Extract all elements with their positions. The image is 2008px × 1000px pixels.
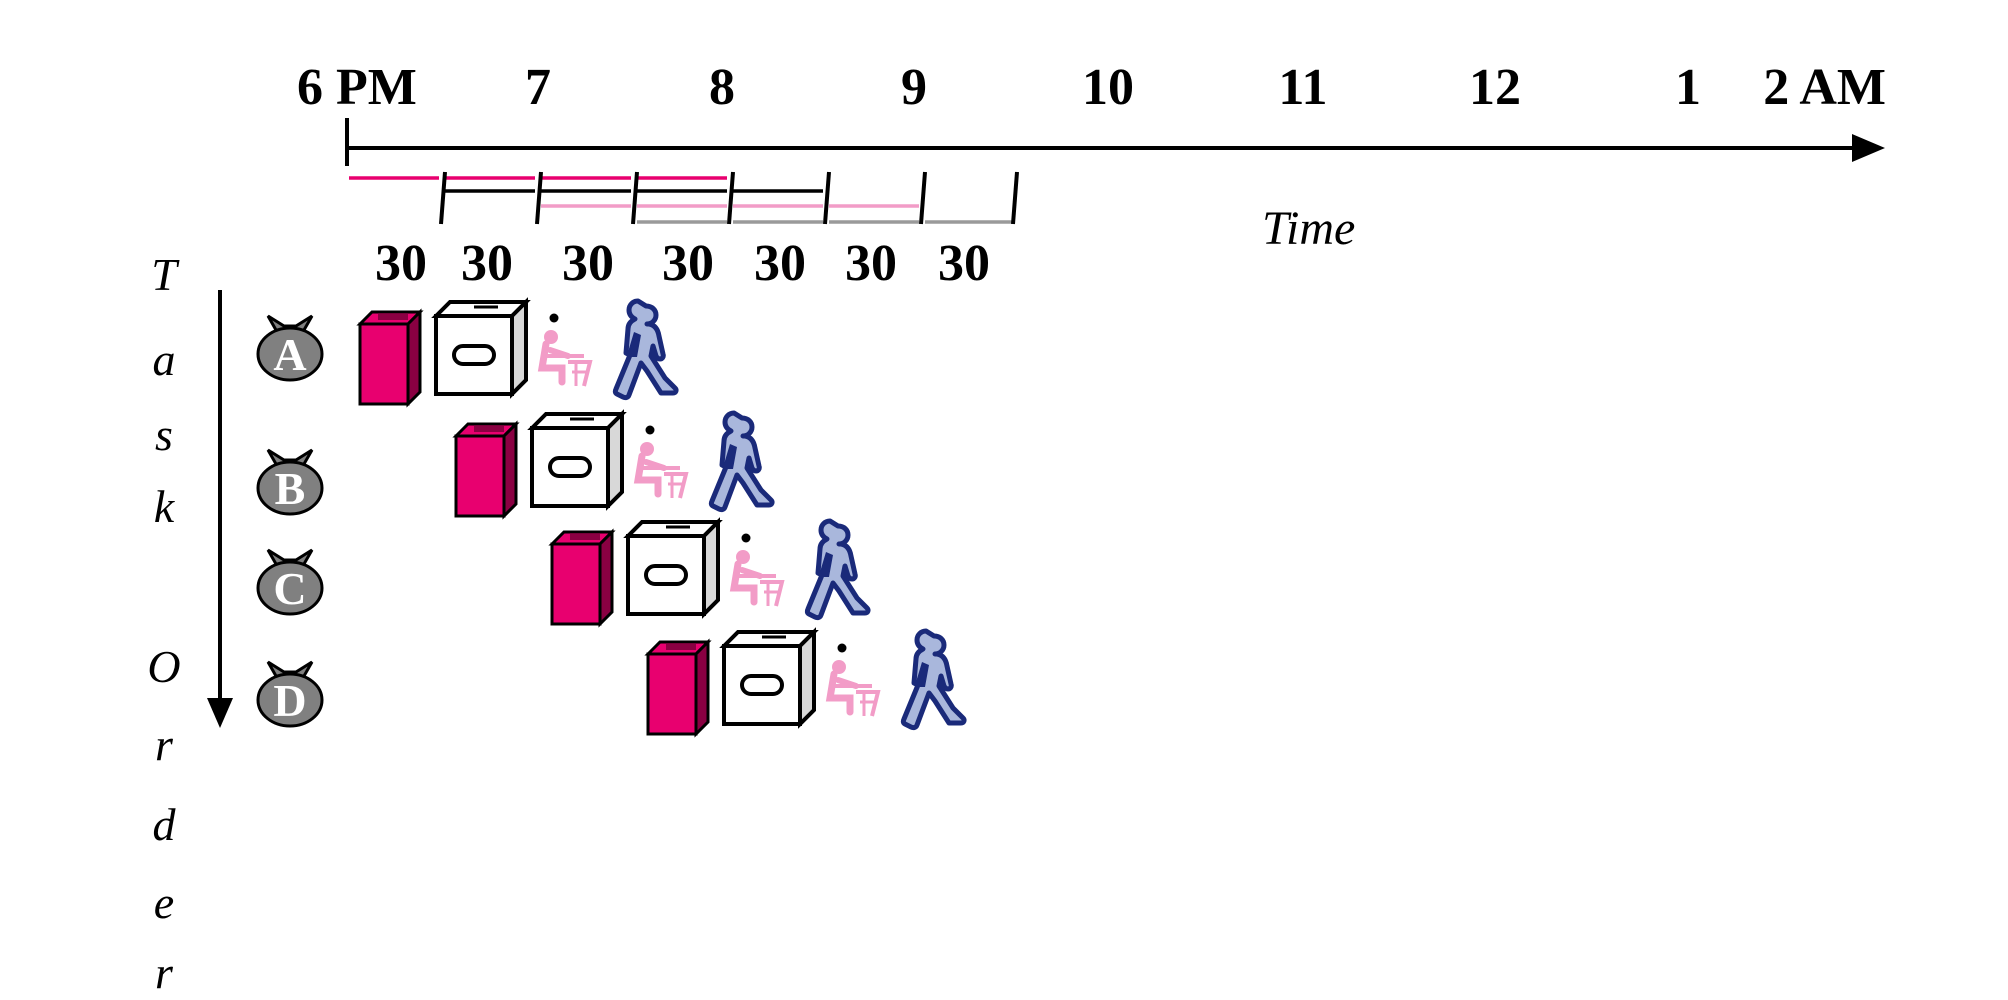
task-order-arrowhead [207, 698, 233, 728]
duration-label: 30 [662, 235, 714, 292]
duration-labels: 30 30 30 30 30 30 30 [375, 235, 990, 292]
time-tick-label: 10 [1082, 59, 1134, 116]
dryer-icon [623, 517, 723, 619]
time-tick-label: 9 [901, 59, 927, 116]
duration-divider [823, 171, 831, 225]
task-order-letter: O [147, 641, 180, 692]
task-label: C [273, 563, 306, 614]
task-order-letter: r [155, 947, 174, 998]
task-order-letter: e [154, 877, 174, 928]
walker-icon [708, 410, 775, 513]
laundry-bag-icon: A [256, 314, 324, 382]
duration-divider [727, 171, 735, 225]
time-axis-arrowhead [1852, 134, 1885, 162]
time-tick-label: 2 AM [1763, 59, 1886, 116]
duration-label: 30 [562, 235, 614, 292]
folder-icon [537, 313, 593, 387]
time-tick-label: 12 [1469, 59, 1521, 116]
time-tick-label: 11 [1278, 59, 1327, 116]
folder-icon [729, 533, 785, 607]
task-order-letter: d [153, 799, 177, 850]
duration-divider [1011, 171, 1019, 225]
laundry-bag-icon: C [256, 548, 324, 616]
folder-icon [633, 425, 689, 499]
dryer-icon [431, 297, 531, 399]
duration-segment [535, 171, 631, 225]
task-order-letter: r [155, 719, 174, 770]
washer-icon [356, 308, 424, 408]
duration-label: 30 [845, 235, 897, 292]
duration-segment [631, 171, 727, 225]
task-row: D [256, 627, 967, 738]
task-row: A [256, 297, 679, 408]
dryer-icon [527, 409, 627, 511]
task-row: C [256, 517, 871, 628]
time-axis-title: Time [1262, 202, 1355, 255]
washer-icon [548, 528, 616, 628]
task-order-letter: k [154, 481, 176, 532]
task-label: A [273, 329, 306, 380]
duration-segment [439, 171, 535, 225]
walker-icon [804, 518, 871, 621]
duration-label: 30 [375, 235, 427, 292]
duration-segment [919, 171, 1015, 225]
time-tick-label: 6 PM [297, 59, 417, 116]
walker-icon [900, 628, 967, 731]
task-row: B [256, 409, 775, 520]
duration-divider [535, 171, 543, 225]
duration-divider [631, 171, 639, 225]
time-tick-labels: 6 PM 7 8 9 10 11 12 1 2 AM [297, 59, 1886, 116]
task-label: D [273, 675, 306, 726]
duration-segment [727, 171, 823, 225]
task-rows: A BC D [256, 297, 967, 738]
time-axis: 6 PM 7 8 9 10 11 12 1 2 AM Time [297, 59, 1886, 255]
dryer-icon [719, 627, 819, 729]
task-order-letter: a [153, 334, 176, 385]
task-order-letter: T [151, 249, 180, 300]
time-tick-label: 8 [709, 59, 735, 116]
laundry-bag-icon: D [256, 660, 324, 728]
duration-label: 30 [754, 235, 806, 292]
duration-divider [919, 171, 927, 225]
duration-segment [823, 171, 919, 225]
time-tick-label: 1 [1675, 59, 1701, 116]
duration-label: 30 [938, 235, 990, 292]
task-label: B [275, 463, 306, 514]
task-order-letter: s [155, 409, 173, 460]
duration-divider [439, 171, 447, 225]
washer-icon [644, 638, 712, 738]
duration-lanes [349, 171, 1019, 225]
laundry-bag-icon: B [256, 448, 324, 516]
washer-icon [452, 420, 520, 520]
walker-icon [612, 298, 679, 401]
time-tick-label: 7 [525, 59, 551, 116]
duration-label: 30 [461, 235, 513, 292]
folder-icon [825, 643, 881, 717]
